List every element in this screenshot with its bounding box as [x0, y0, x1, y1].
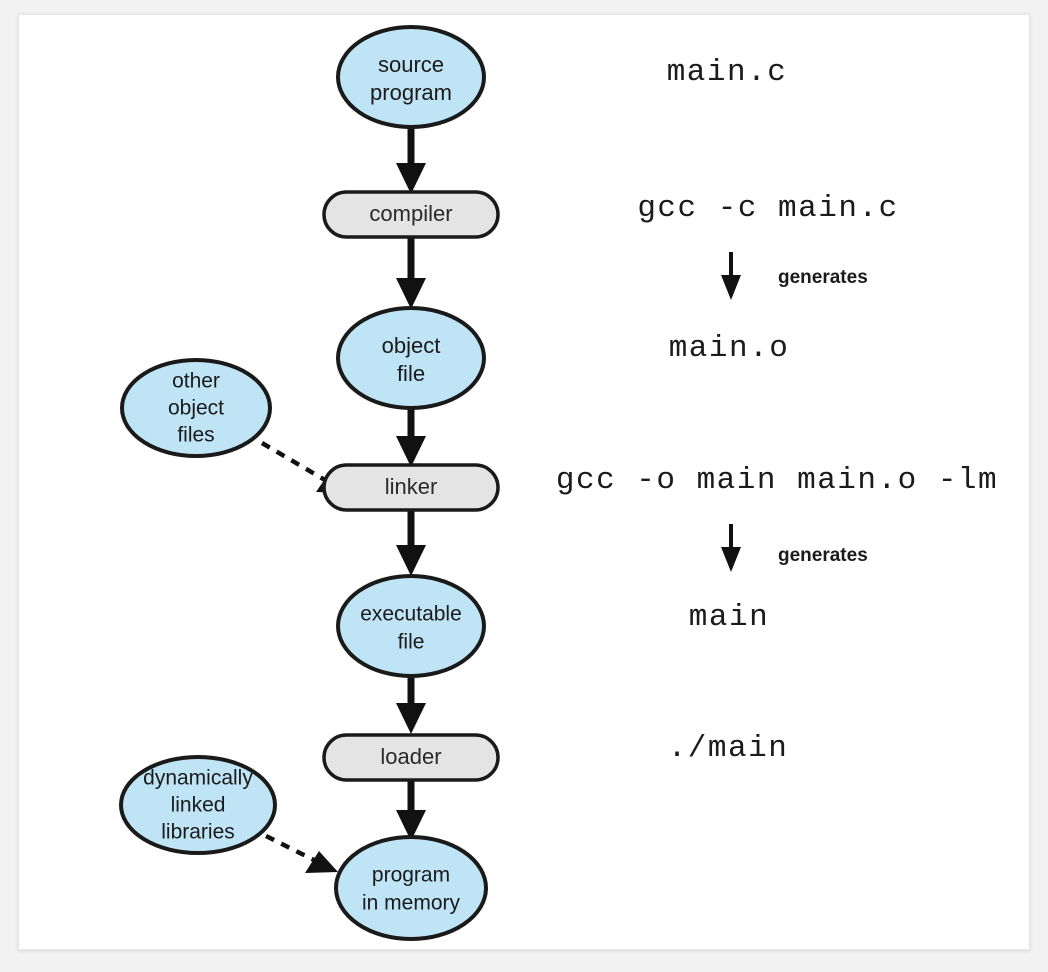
arrow-object-file-to-linker	[396, 408, 426, 467]
label-compile-generates: generates	[778, 267, 868, 288]
code-source-file: main.c	[667, 55, 788, 90]
arrow-link-generates	[721, 524, 741, 572]
node-dynamically-linked-libraries[interactable]: dynamically linked libraries	[119, 755, 277, 855]
arrow-compile-generates	[721, 252, 741, 300]
arrow-executable-file-to-loader	[396, 676, 426, 734]
node-compiler[interactable]: compiler	[322, 190, 500, 239]
label-link-generates: generates	[778, 545, 868, 566]
code-link-command: gcc -o main main.o -lm	[556, 463, 998, 498]
arrow-compiler-to-object-file	[396, 237, 426, 309]
node-source-program[interactable]: source program	[336, 25, 486, 129]
code-run-command: ./main	[668, 731, 789, 766]
arrow-source-to-compiler	[396, 127, 426, 194]
dashed-arrow-dll-to-program-in-memory	[264, 833, 338, 873]
node-object-file[interactable]: object file	[336, 306, 486, 410]
node-linker[interactable]: linker	[322, 463, 500, 512]
node-loader[interactable]: loader	[322, 733, 500, 782]
arrow-linker-to-executable-file	[396, 511, 426, 576]
arrow-loader-to-program-in-memory	[396, 781, 426, 841]
node-other-object-files[interactable]: other object files	[120, 358, 272, 458]
code-object-output: main.o	[669, 331, 790, 366]
node-program-in-memory[interactable]: program in memory	[334, 835, 488, 941]
code-compile-command: gcc -c main.c	[637, 191, 898, 226]
code-link-output: main	[689, 600, 769, 635]
node-executable-file[interactable]: executable file	[336, 574, 486, 678]
